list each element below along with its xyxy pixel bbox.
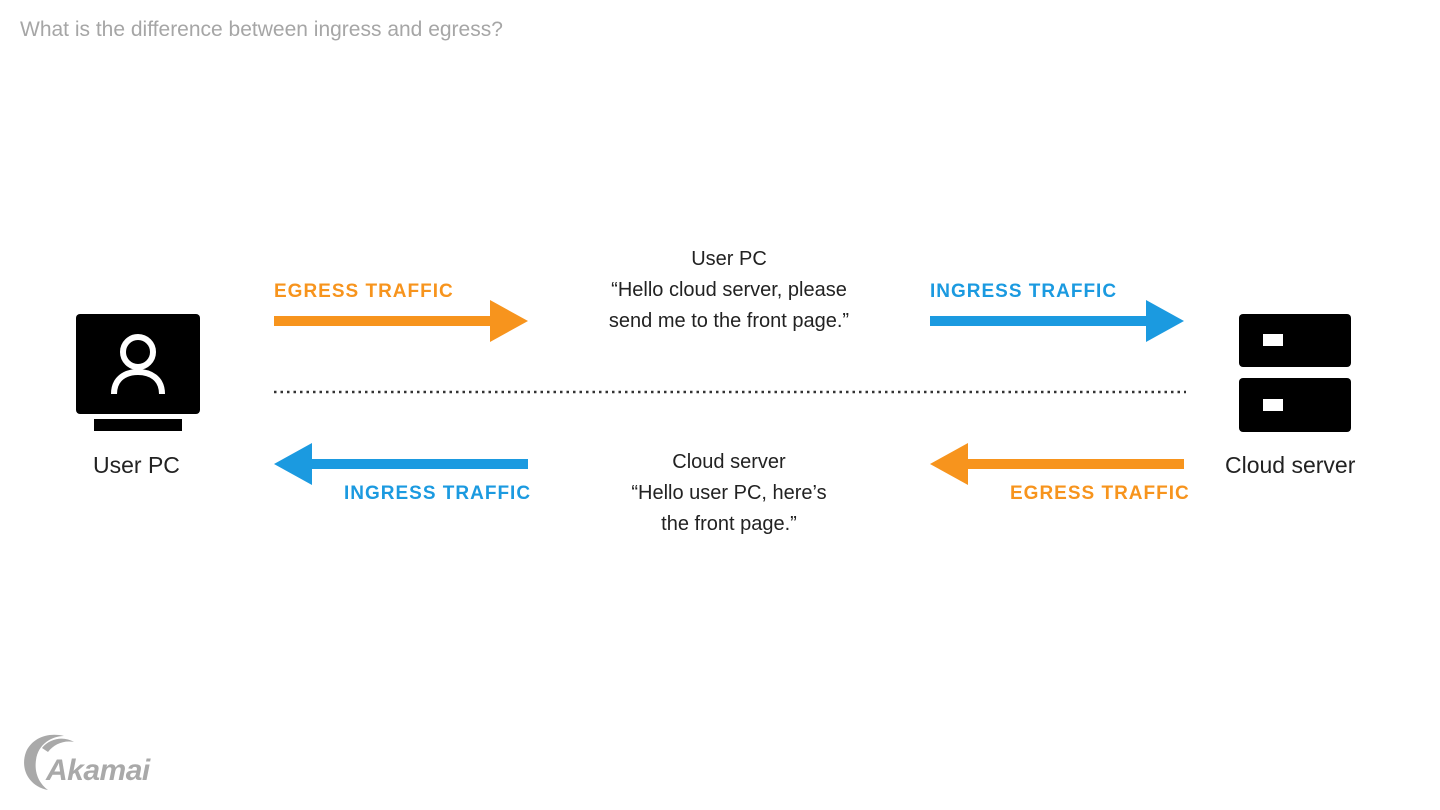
bottom-ingress-arrow [274, 443, 528, 485]
top-message: User PC “Hello cloud server, please send… [549, 244, 909, 337]
top-ingress-arrow [930, 300, 1184, 342]
dotted-divider [274, 390, 1186, 394]
top-ingress-label: INGRESS TRAFFIC [930, 281, 1118, 302]
top-message-speaker: User PC [691, 248, 767, 270]
bottom-message: Cloud server “Hello user PC, here’s the … [549, 447, 909, 540]
top-message-line2: send me to the front page.” [608, 310, 850, 332]
cloud-server-icon [1239, 314, 1351, 432]
top-egress-arrow [274, 300, 528, 342]
bottom-ingress-label: INGRESS TRAFFIC [344, 483, 532, 504]
akamai-logo-swoosh-icon [24, 734, 74, 790]
bottom-egress-arrow [930, 443, 1184, 485]
user-pc-monitor-icon [76, 314, 200, 431]
top-message-line1: “Hello cloud server, please [611, 279, 847, 301]
bottom-egress-label: EGRESS TRAFFIC [1010, 483, 1190, 504]
top-egress-label: EGRESS TRAFFIC [274, 281, 454, 302]
akamai-logo-text: Akamai [46, 754, 150, 787]
cloud-server-label: Cloud server [1225, 452, 1356, 478]
bottom-message-line1: “Hello user PC, here’s [631, 482, 827, 504]
bottom-message-line2: the front page.” [661, 513, 797, 535]
page-title: What is the difference between ingress a… [20, 18, 503, 41]
bottom-message-speaker: Cloud server [672, 451, 786, 473]
user-pc-label: User PC [93, 452, 180, 478]
